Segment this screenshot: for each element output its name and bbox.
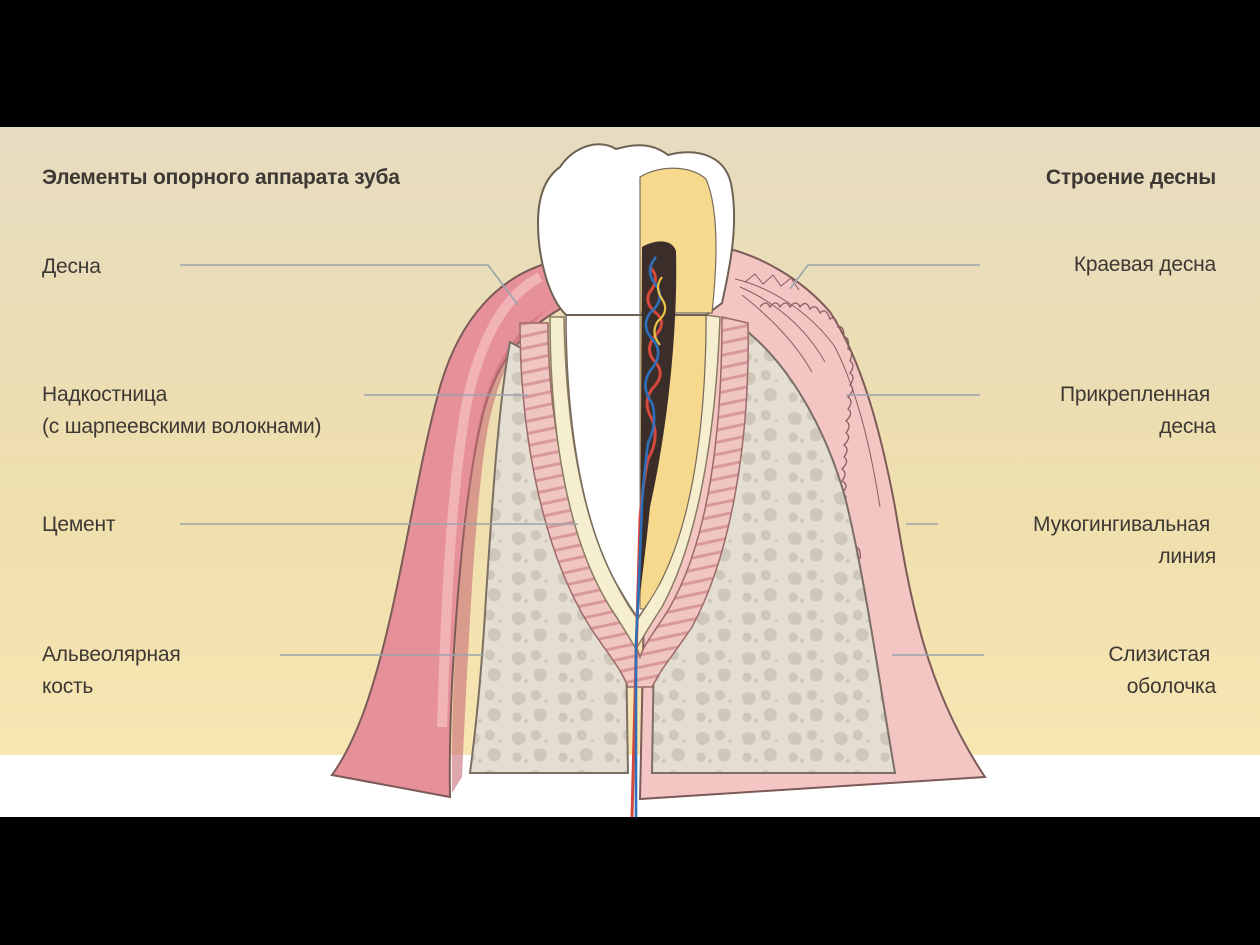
label-nadkostnica: Надкостница <box>42 383 168 406</box>
label-attached-gum: десна <box>1159 415 1216 438</box>
leader-line-desna <box>180 264 519 306</box>
right-heading: Строение десны <box>1045 166 1216 189</box>
left-gingiva <box>330 261 562 799</box>
nerve <box>653 276 667 346</box>
label-mucogingival-line: линия <box>1158 545 1216 568</box>
label-marginal-gum: Краевая десна <box>1073 253 1216 276</box>
leader-lines <box>180 264 984 656</box>
label-nadkostnica-sub: (с шарпеевскими волокнами) <box>42 415 322 438</box>
leader-line-marginal-gum <box>789 264 980 290</box>
label-mucosa-shell: оболочка <box>1126 675 1217 698</box>
label-cement: Цемент <box>42 513 116 536</box>
artery <box>630 265 663 817</box>
pulp-chamber <box>640 241 677 597</box>
label-attached: Прикрепленная <box>1060 383 1210 406</box>
label-mucogingival: Мукогингивальная <box>1033 513 1210 536</box>
label-desna: Десна <box>42 255 101 278</box>
tooth-cross-section-illustration <box>180 143 987 817</box>
bottom-white-band <box>0 755 1260 817</box>
label-alveolar-bone: кость <box>42 675 94 698</box>
diagram-canvas: Элементы опорного аппарата зуба Десна На… <box>0 127 1260 817</box>
left-heading: Элементы опорного аппарата зуба <box>42 166 400 189</box>
label-mucosa: Слизистая <box>1108 643 1210 666</box>
label-alveolar: Альвеолярная <box>42 643 181 666</box>
